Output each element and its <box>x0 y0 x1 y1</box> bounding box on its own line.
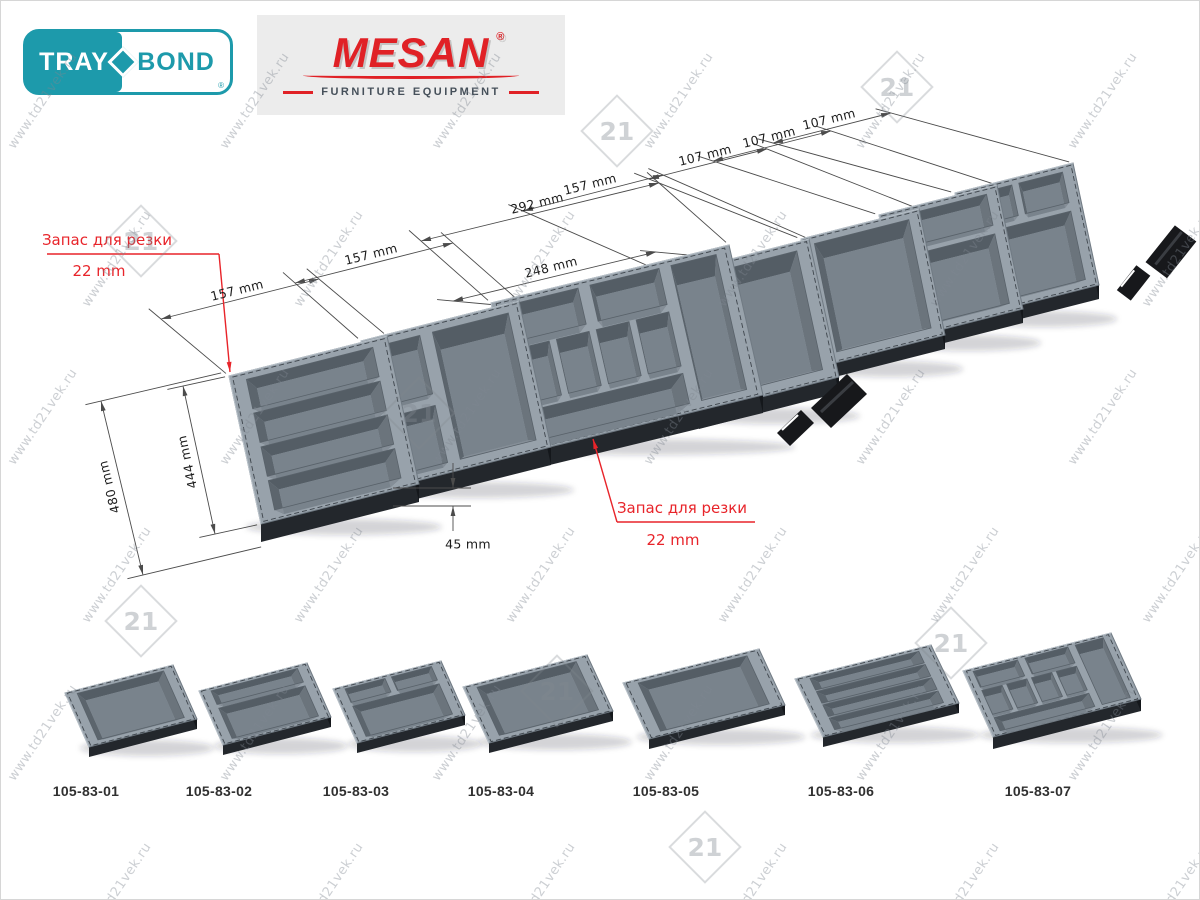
traybond-logo-right: BOND ® <box>122 32 230 92</box>
cutter-knife-icon <box>777 374 867 446</box>
annotation-overlays <box>47 225 1197 531</box>
traybond-logo-left: TRAY <box>26 32 122 92</box>
traybond-registered-mark: ® <box>218 81 225 90</box>
traybond-text-bond: BOND <box>137 47 215 76</box>
cutter-knife-icon <box>1116 225 1197 301</box>
traybond-logo: TRAY BOND ® <box>23 29 233 95</box>
product-thumbnail-3 <box>332 660 482 753</box>
dimension-lines <box>85 108 1070 580</box>
mesan-swoosh <box>303 72 519 79</box>
main-tray-1 <box>228 335 442 542</box>
tray-illustrations <box>64 162 1163 757</box>
product-thumbnail-1 <box>64 664 214 757</box>
mesan-tagline: FURNITURE EQUIPMENT <box>283 86 539 98</box>
mesan-tagline-line-right <box>508 90 539 94</box>
mesan-registered-mark: ® <box>496 31 506 43</box>
mesan-name-text: MESAN <box>332 29 490 76</box>
traybond-text-tray: TRAY <box>39 47 109 76</box>
product-thumbnail-4 <box>462 654 632 753</box>
product-thumbnail-2 <box>198 662 348 755</box>
main-tray-3 <box>490 244 796 471</box>
mesan-tagline-line-left <box>283 90 314 94</box>
main-tray-5 <box>800 208 964 379</box>
product-thumbnail-7 <box>962 632 1163 749</box>
mesan-wordmark: MESAN ® <box>332 29 505 76</box>
mesan-tagline-text: FURNITURE EQUIPMENT <box>321 86 501 98</box>
mesan-logo: MESAN ® FURNITURE EQUIPMENT <box>257 15 565 115</box>
product-thumbnail-6 <box>794 644 980 747</box>
product-thumbnail-5 <box>622 648 806 749</box>
